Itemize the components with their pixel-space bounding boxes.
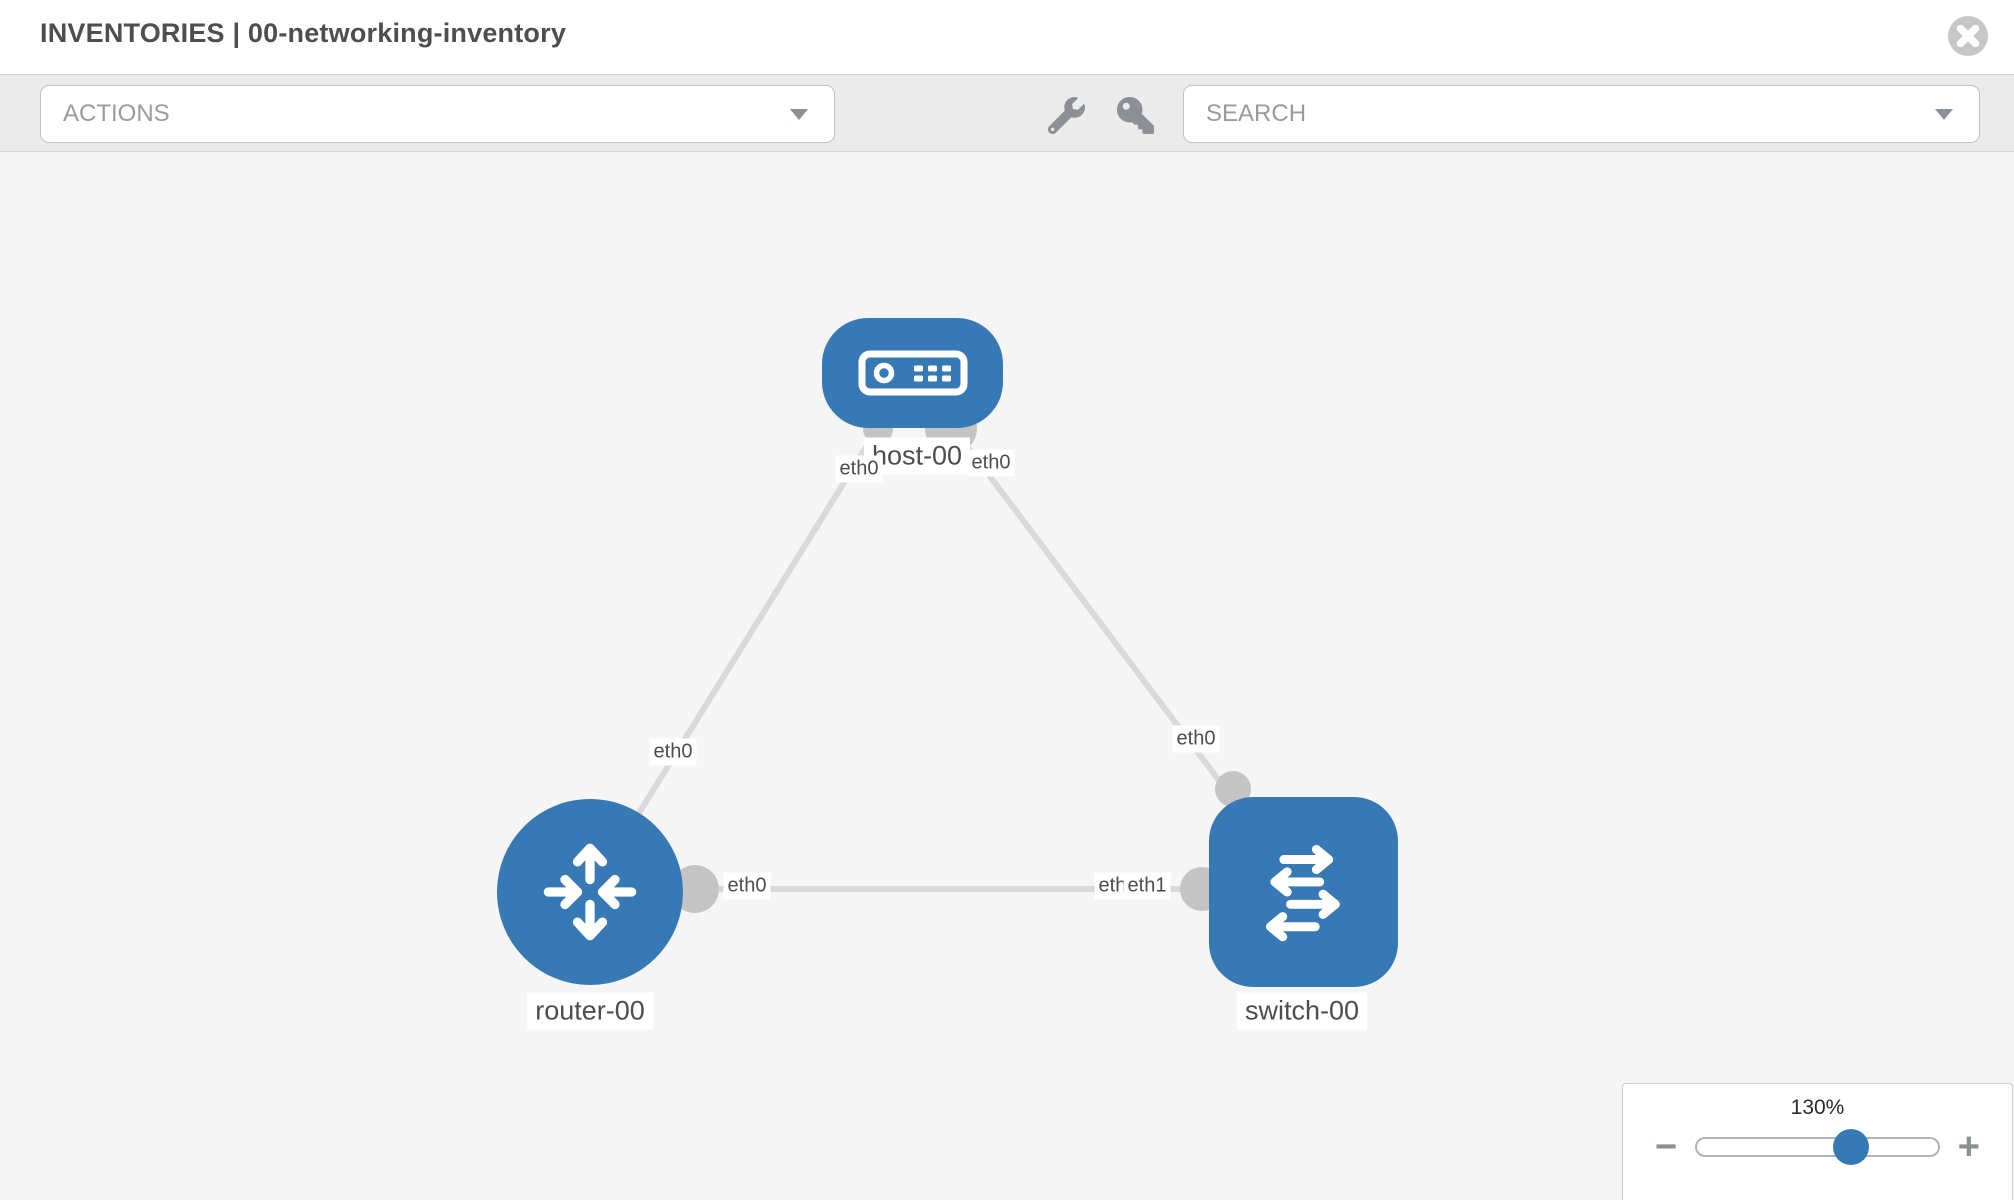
node-host-00[interactable] <box>822 318 1003 428</box>
switch-icon <box>1265 844 1340 942</box>
toolbar: ACTIONS SEARCH <box>0 74 2014 152</box>
chevron-down-icon <box>1935 108 1953 120</box>
host-icon <box>858 350 967 396</box>
node-label-router-00: router-00 <box>527 992 653 1030</box>
actions-dropdown[interactable]: ACTIONS <box>40 85 835 143</box>
zoom-slider-row: − + <box>1623 1128 2012 1166</box>
zoom-slider-track[interactable] <box>1695 1129 1940 1165</box>
iface-label-switch-eth1: eth1 <box>1123 872 1171 900</box>
iface-label-host-eth0: eth0 <box>967 449 1015 477</box>
page-header: INVENTORIES | 00-networking-inventory <box>0 0 2014 74</box>
wrench-icon <box>1047 96 1085 134</box>
tools-button[interactable] <box>1038 87 1094 143</box>
search-dropdown[interactable]: SEARCH <box>1183 85 1980 143</box>
port-router-eth0 <box>671 865 719 913</box>
page-title: INVENTORIES | 00-networking-inventory <box>40 18 567 48</box>
zoom-panel: 130% − + <box>1622 1083 2013 1200</box>
key-icon <box>1116 96 1154 134</box>
close-icon <box>1948 16 1988 56</box>
node-router-00[interactable] <box>497 799 683 985</box>
node-switch-00[interactable] <box>1209 797 1398 987</box>
iface-label-host-eth0: eth0 <box>835 455 883 483</box>
node-label-switch-00: switch-00 <box>1236 992 1368 1030</box>
actions-dropdown-label: ACTIONS <box>63 100 170 127</box>
iface-label-router-eth0: eth0 <box>723 872 771 900</box>
chevron-down-icon <box>790 108 808 120</box>
iface-label-switch-eth0: eth0 <box>1172 725 1220 753</box>
topology-links-layer <box>587 371 1306 913</box>
search-dropdown-label: SEARCH <box>1206 100 1307 127</box>
zoom-in-button[interactable]: + <box>1952 1128 1986 1166</box>
credentials-button[interactable] <box>1107 87 1163 143</box>
zoom-slider-handle[interactable] <box>1833 1129 1870 1165</box>
zoom-level: 130% <box>1790 1096 1845 1119</box>
zoom-out-button[interactable]: − <box>1649 1128 1683 1166</box>
topology-canvas[interactable]: host-00 router-00 switch-00 eth0 eth0 et… <box>0 152 2014 1200</box>
close-button[interactable] <box>1946 14 1990 58</box>
iface-label-router-eth0: eth0 <box>649 738 697 766</box>
router-icon <box>543 843 637 941</box>
